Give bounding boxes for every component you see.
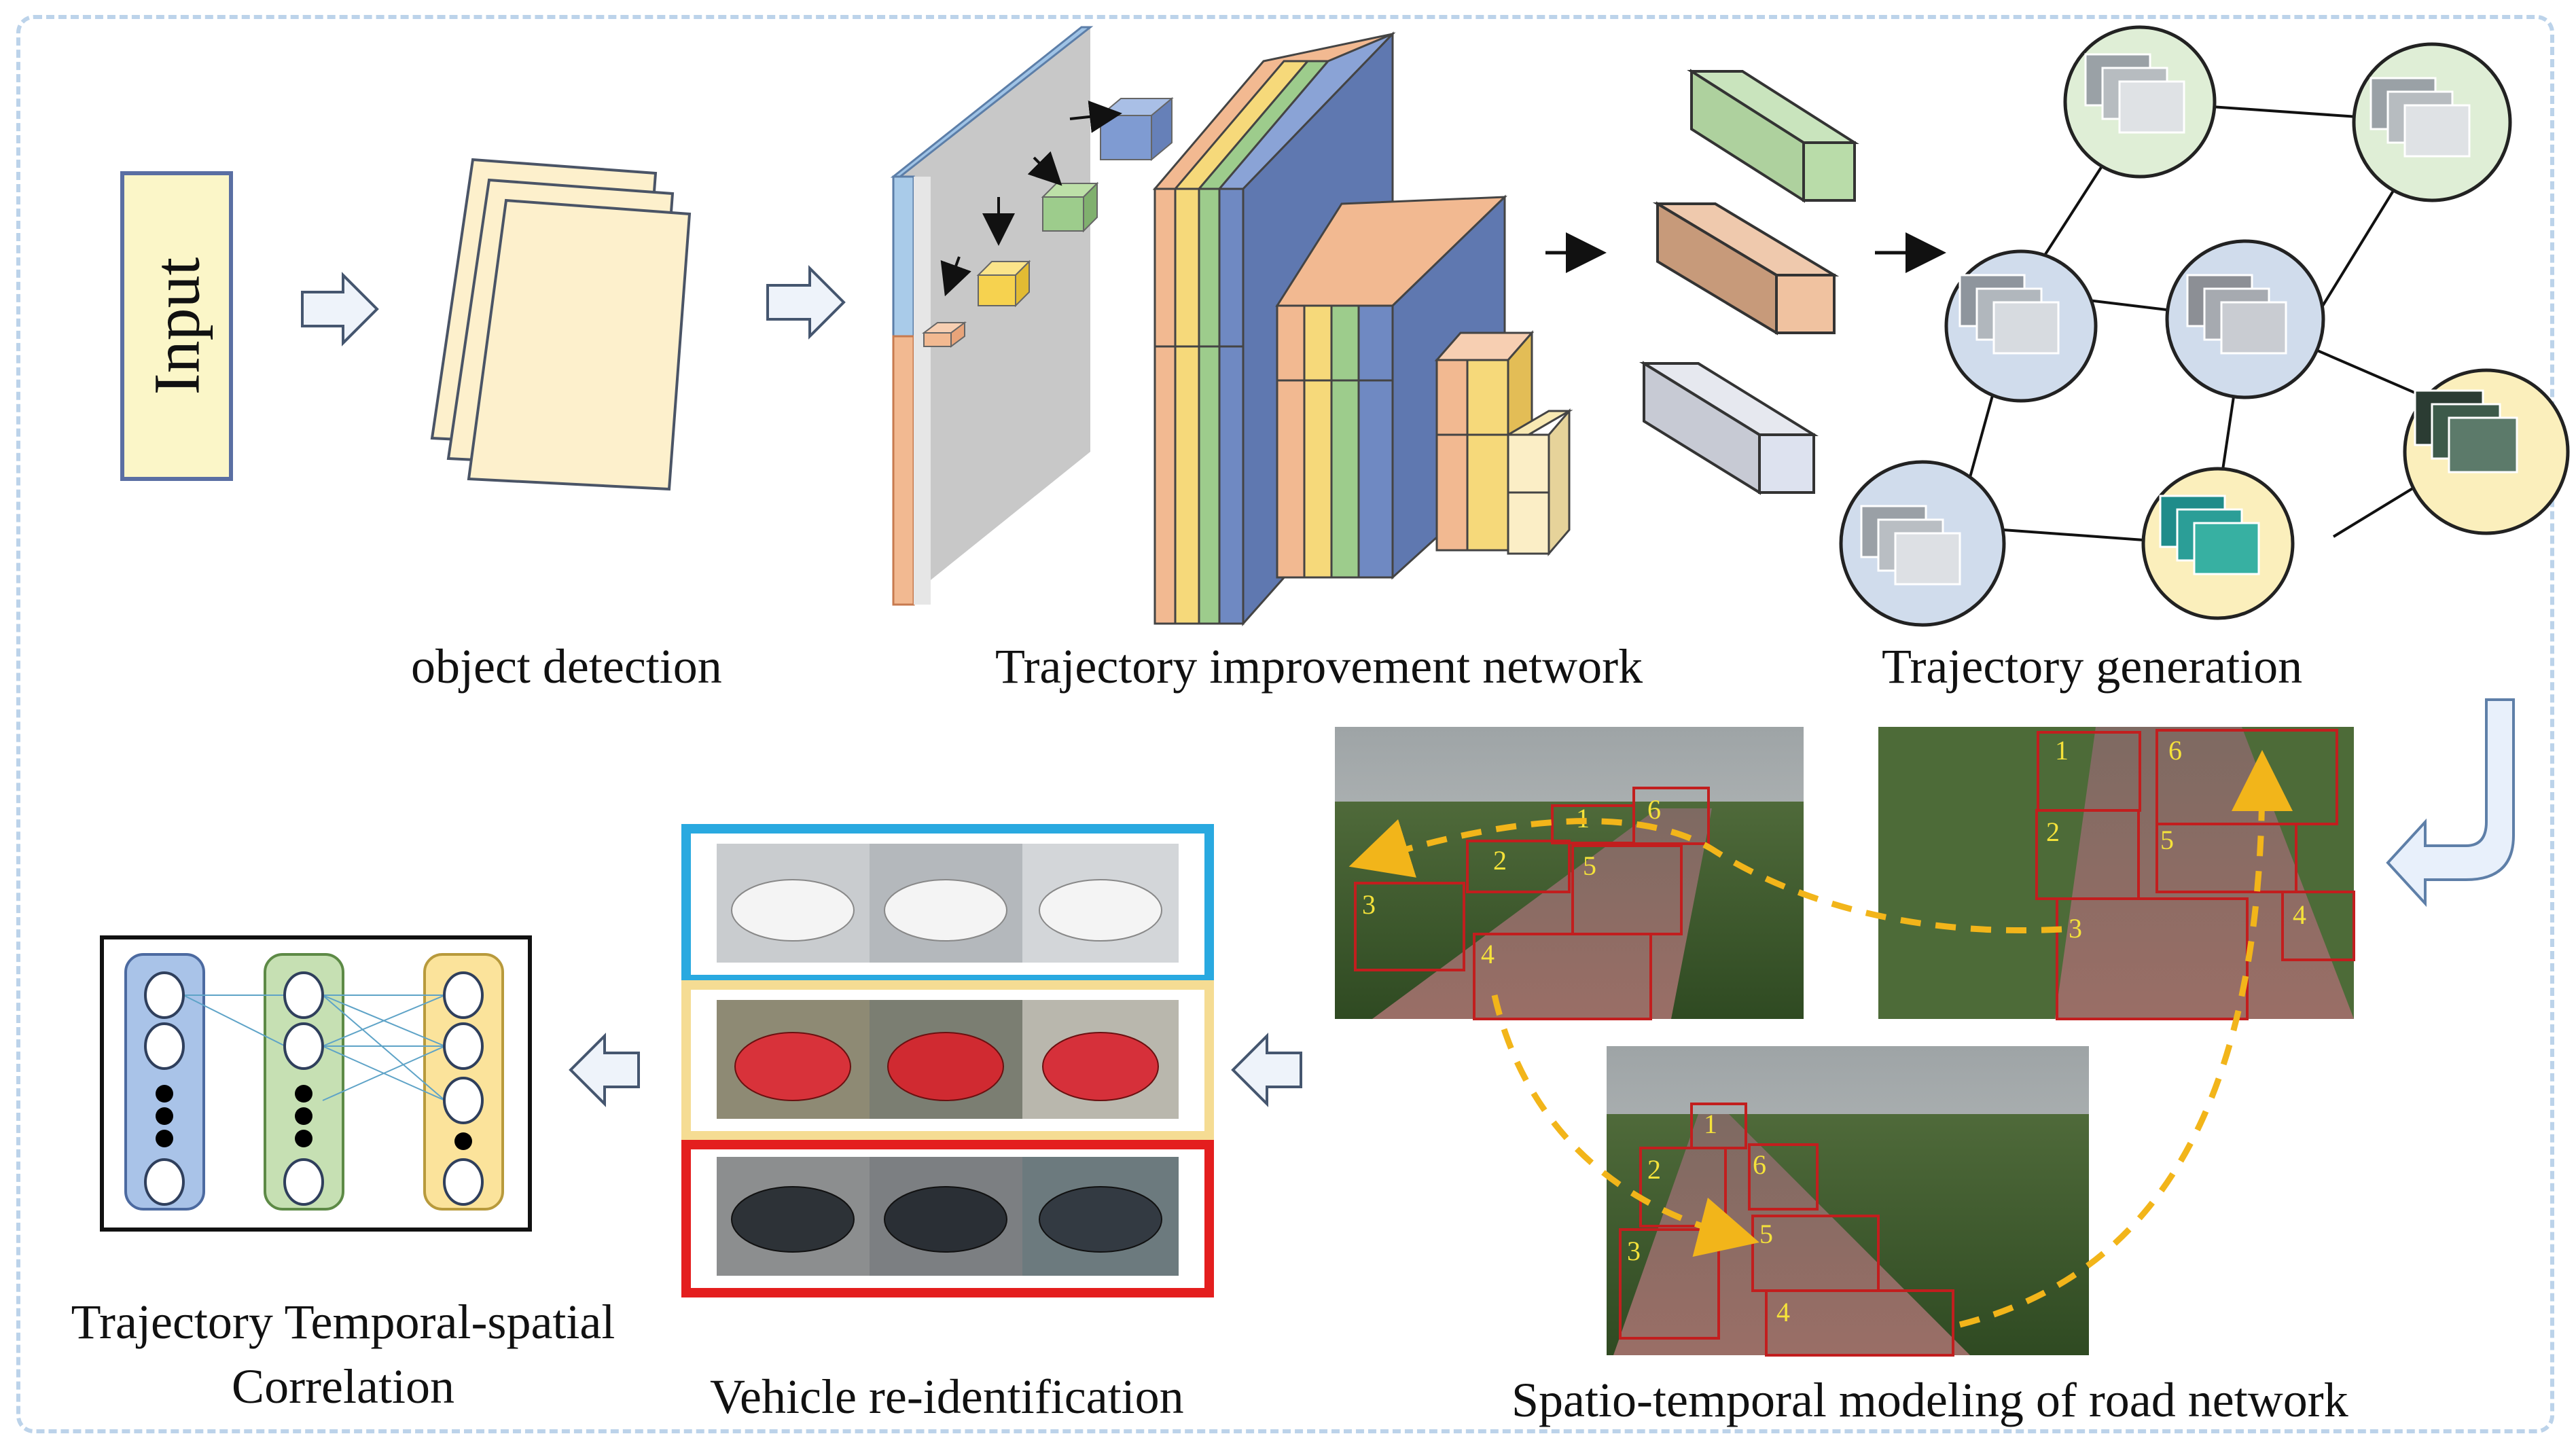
dashed-frame — [16, 15, 2554, 1433]
conv-block-small — [1434, 330, 1573, 557]
frame-stack — [430, 158, 692, 491]
hollow-right-arrow-icon — [301, 272, 379, 346]
scene-a-box-2: 2 — [1493, 845, 1507, 876]
scene-a-box-3: 3 — [1362, 889, 1376, 920]
scene-a-box-6: 6 — [1647, 794, 1661, 825]
spatio-temporal-label: Spatio-temporal modeling of road network — [1511, 1373, 2348, 1427]
reid-group-black — [681, 1140, 1214, 1297]
scene-b-box-5: 5 — [2160, 825, 2174, 855]
scene-c-box-4: 4 — [1776, 1297, 1790, 1327]
anchor-cubes — [922, 96, 1174, 348]
traffic-scene-c: 1 2 6 3 5 4 — [1607, 1046, 2089, 1357]
scene-c-box-6: 6 — [1753, 1149, 1766, 1180]
hollow-left-arrow-icon — [1231, 1033, 1302, 1107]
reid-label: Vehicle re-identification — [710, 1369, 1184, 1424]
scene-b-box-1: 1 — [2055, 735, 2069, 766]
hollow-left-arrow-icon — [569, 1033, 640, 1107]
scene-a-box-4: 4 — [1481, 939, 1495, 969]
input-label: Input — [140, 257, 213, 395]
hollow-right-arrow-icon — [766, 265, 846, 340]
scene-c-box-1: 1 — [1704, 1109, 1717, 1139]
scene-b-box-2: 2 — [2046, 817, 2060, 847]
scene-c-box-2: 2 — [1647, 1154, 1661, 1185]
scene-c-box-3: 3 — [1627, 1236, 1641, 1266]
scene-a-box-5: 5 — [1583, 850, 1596, 881]
traffic-scene-a: 3 2 1 6 5 4 — [1335, 727, 1804, 1020]
correlation-network — [100, 935, 532, 1232]
feature-map-panel — [890, 26, 1094, 606]
input-box — [120, 171, 233, 481]
trajectory-improvement-label: Trajectory improvement network — [995, 639, 1643, 694]
scene-b-box-3: 3 — [2069, 913, 2082, 944]
correlation-label-line2: Correlation — [232, 1359, 454, 1414]
scene-c-box-5: 5 — [1759, 1219, 1773, 1249]
black-arrow-icon — [940, 100, 1122, 297]
object-detection-label: object detection — [411, 639, 722, 694]
scene-b-box-6: 6 — [2168, 735, 2182, 766]
trajectory-dash-paths — [1348, 750, 2293, 1328]
correlation-label-line1: Trajectory Temporal-spatial — [71, 1295, 615, 1349]
reid-group-white — [681, 824, 1214, 984]
feature-vector-orange — [1652, 201, 1840, 336]
reid-group-red — [681, 980, 1214, 1141]
traffic-scene-b: 1 6 2 5 3 4 — [1878, 727, 2355, 1020]
feature-vector-green — [1687, 69, 1859, 203]
scene-b-box-4: 4 — [2293, 899, 2306, 930]
feature-vector-gray — [1639, 361, 1819, 495]
vehicle-thumbnails — [1860, 53, 2518, 586]
input-label-box: Input — [122, 173, 231, 479]
trajectory-generation-label: Trajectory generation — [1882, 639, 2303, 694]
curved-down-left-arrow-icon — [2386, 698, 2515, 908]
